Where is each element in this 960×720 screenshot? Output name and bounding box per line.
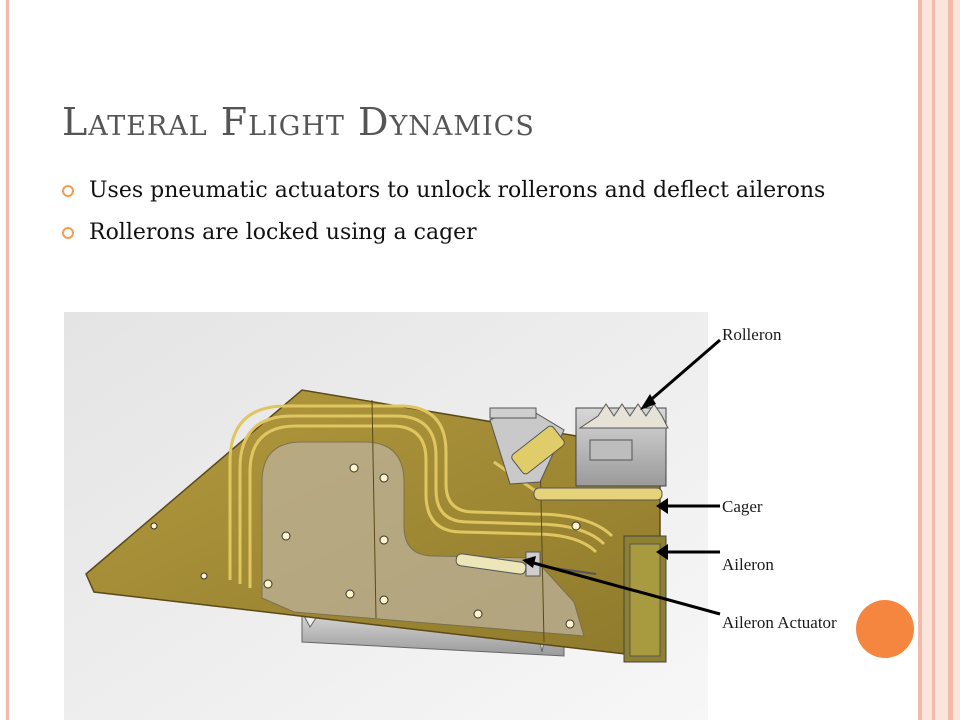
pneumatic-line	[238, 414, 606, 584]
frame-stripe	[918, 0, 922, 720]
callout-rolleron: Rolleron	[722, 325, 782, 344]
callout-cager: Cager	[722, 497, 763, 516]
cager-piston	[533, 487, 663, 501]
fastener	[349, 463, 359, 473]
cager-block	[511, 425, 565, 475]
bullet-item: Uses pneumatic actuators to unlock rolle…	[62, 176, 862, 206]
fastener	[345, 589, 355, 599]
arrowhead-icon	[656, 544, 668, 560]
fin-cad-svg: Rolleron Cager Aileron Aileron Actuator	[64, 312, 837, 720]
frame-stripe	[948, 0, 953, 720]
fastener	[150, 522, 158, 530]
panel-seam	[371, 399, 377, 619]
panel-seam	[539, 451, 545, 643]
fin-cavity	[261, 441, 585, 637]
aileron-panel	[629, 543, 661, 657]
fastener	[200, 572, 208, 580]
slide-frame-left	[6, 0, 9, 720]
arrow-aileron-actuator	[529, 560, 721, 616]
callout-aileron: Aileron	[722, 555, 774, 574]
fastener	[281, 531, 291, 541]
fastener	[263, 579, 273, 589]
pneumatic-line	[248, 424, 598, 588]
frame-stripe	[932, 0, 935, 720]
bullet-circle-icon	[62, 227, 74, 239]
fastener	[571, 521, 581, 531]
slide-frame-right	[918, 0, 960, 720]
fastener	[379, 473, 389, 483]
rolleron-wheel	[578, 403, 669, 429]
slide-title: Lateral Flight Dynamics	[62, 100, 535, 144]
arrow-rolleron	[645, 338, 721, 406]
bullet-text: Rollerons are locked using a cager	[89, 220, 477, 245]
callout-arrows	[522, 338, 721, 616]
arrowhead-icon	[656, 498, 668, 514]
cager-bracket	[489, 407, 537, 419]
pneumatic-line	[228, 404, 614, 580]
bullet-list: Uses pneumatic actuators to unlock rolle…	[62, 176, 862, 260]
bullet-text: Uses pneumatic actuators to unlock rolle…	[89, 178, 826, 203]
rolleron-cager-assembly	[489, 403, 669, 501]
rolleron-gimbal	[589, 439, 633, 461]
callout-aileron-actuator: Aileron Actuator	[722, 613, 837, 632]
fastener	[565, 619, 575, 629]
fastener	[473, 609, 483, 619]
accent-circle	[856, 600, 914, 658]
bullet-item: Rollerons are locked using a cager	[62, 218, 862, 248]
arrowhead-icon	[522, 556, 536, 568]
fastener	[379, 535, 389, 545]
bullet-circle-icon	[62, 185, 74, 197]
fastener	[379, 595, 389, 605]
arrowhead-icon	[640, 394, 656, 410]
fin-cad-diagram: Rolleron Cager Aileron Aileron Actuator	[64, 312, 908, 720]
